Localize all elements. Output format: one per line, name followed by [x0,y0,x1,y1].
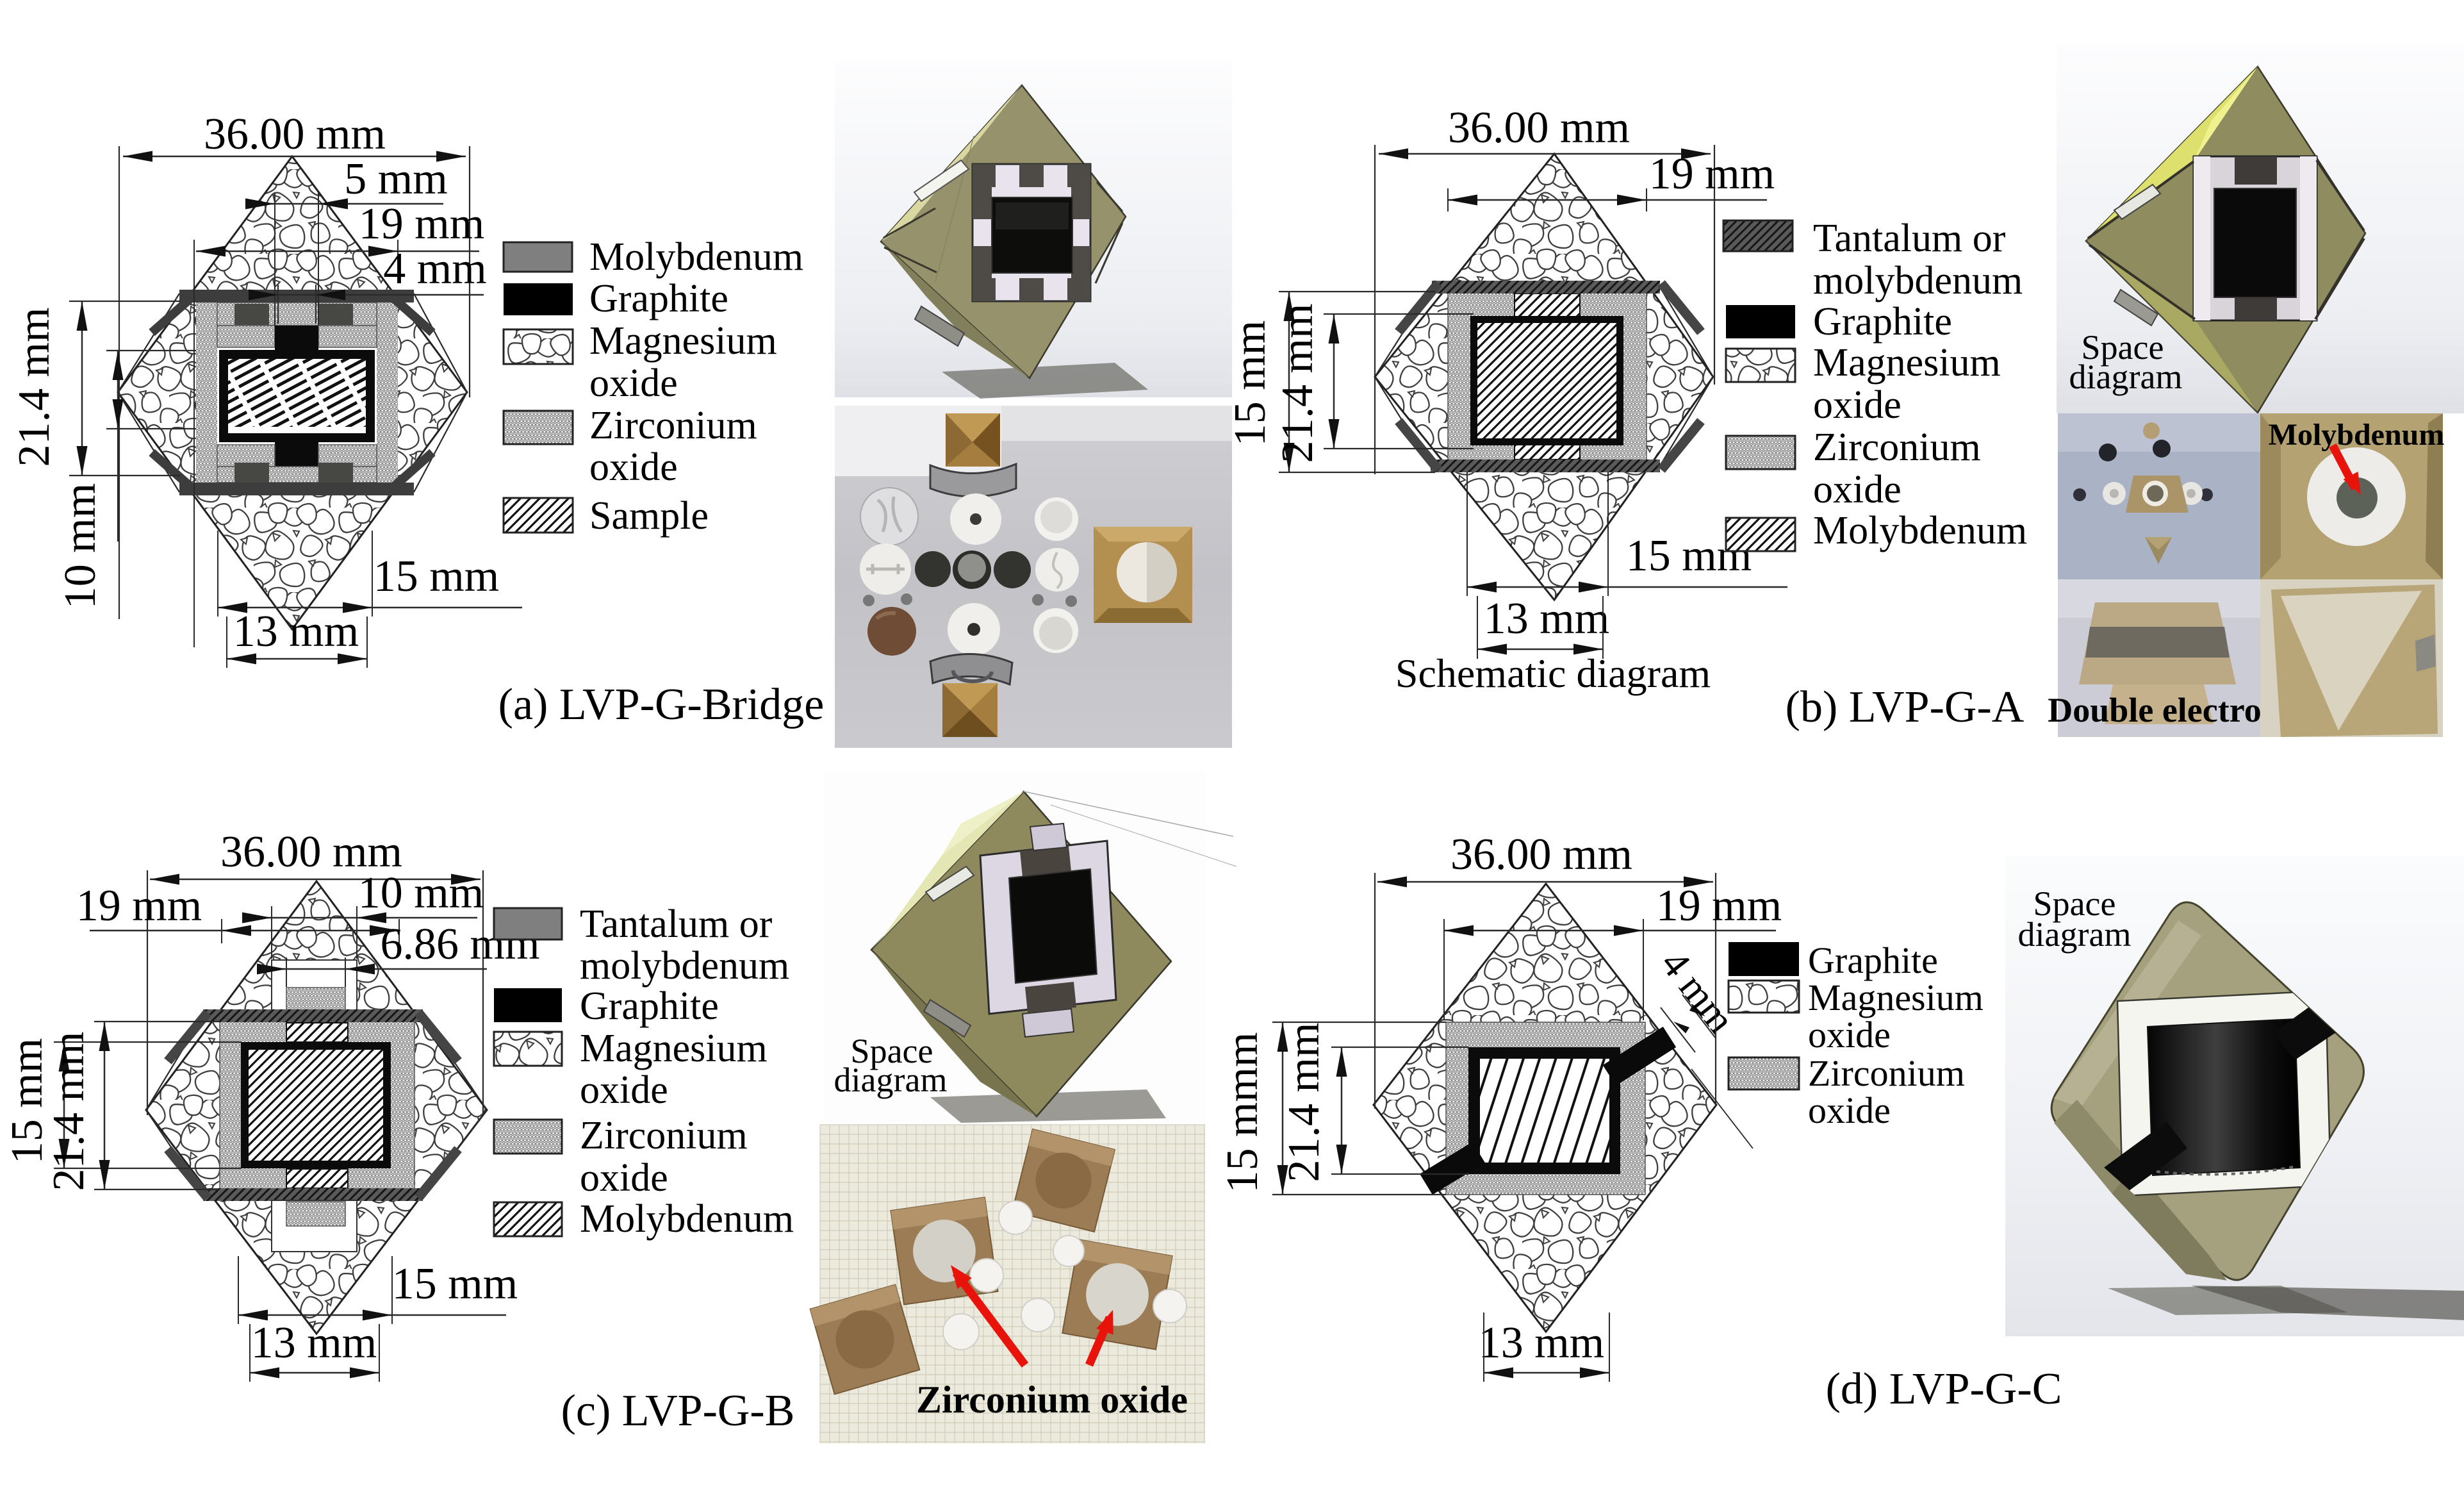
svg-text:Magnesium: Magnesium [589,319,777,363]
svg-text:Graphite: Graphite [1813,300,1952,344]
svg-text:10 mm: 10 mm [358,868,484,918]
svg-text:Magnesium: Magnesium [1813,341,2001,385]
svg-text:Graphite: Graphite [1808,940,1938,981]
svg-text:Zirconium: Zirconium [1813,426,1981,469]
svg-text:oxide: oxide [1813,383,1901,427]
svg-text:molybdenum: molybdenum [1813,259,2023,302]
svg-text:oxide: oxide [1813,468,1901,511]
svg-text:Molybdenum: Molybdenum [580,1197,794,1241]
svg-text:Space: Space [2033,884,2116,923]
svg-text:36.00 mm: 36.00 mm [1448,103,1630,153]
svg-text:molybdenum: molybdenum [580,944,789,988]
svg-text:oxide: oxide [580,1068,668,1112]
svg-text:19 mm: 19 mm [76,881,202,931]
svg-text:15 mmm: 15 mmm [1218,1032,1267,1193]
svg-text:(d) LVP-G-C: (d) LVP-G-C [1826,1364,2062,1414]
svg-text:oxide: oxide [589,445,678,489]
svg-text:19 mm: 19 mm [359,199,484,249]
svg-text:21.4 mm: 21.4 mm [10,308,59,467]
svg-text:Tantalum or: Tantalum or [580,902,773,946]
svg-text:oxide: oxide [1808,1089,1891,1131]
svg-text:Graphite: Graphite [589,277,728,320]
svg-text:15 mm: 15 mm [1226,320,1275,446]
svg-text:diagram: diagram [834,1061,948,1099]
svg-text:36.00 mm: 36.00 mm [220,827,402,877]
svg-text:Zirconium: Zirconium [589,404,757,447]
svg-text:4 mm: 4 mm [383,244,486,294]
svg-text:15 mm: 15 mm [374,552,499,601]
svg-text:19 mm: 19 mm [1649,149,1775,199]
svg-text:Tantalum or: Tantalum or [1813,217,2006,260]
svg-text:21.4 mm: 21.4 mm [1273,304,1322,463]
svg-text:Magnesium: Magnesium [580,1027,768,1070]
svg-text:Space: Space [2082,328,2164,367]
svg-text:Zirconium oxide: Zirconium oxide [916,1379,1188,1421]
svg-text:(c) LVP-G-B: (c) LVP-G-B [561,1386,795,1436]
svg-text:36.00 mm: 36.00 mm [204,110,386,159]
svg-text:(a) LVP-G-Bridge: (a) LVP-G-Bridge [498,680,825,729]
svg-text:oxide: oxide [589,361,678,405]
svg-text:15 mm: 15 mm [3,1038,52,1164]
svg-text:Molybdenum: Molybdenum [589,235,803,279]
svg-text:oxide: oxide [580,1156,668,1200]
svg-text:Space: Space [851,1032,933,1070]
svg-text:13 mm: 13 mm [251,1318,377,1368]
svg-text:13 mm: 13 mm [1479,1318,1604,1368]
svg-text:Sample: Sample [589,494,709,538]
svg-text:Molybdenum: Molybdenum [2269,418,2445,452]
svg-text:diagram: diagram [2069,358,2183,396]
svg-text:5 mm: 5 mm [344,154,447,204]
svg-text:(b) LVP-G-A: (b) LVP-G-A [1786,683,2025,732]
svg-text:Magnesium: Magnesium [1808,977,1984,1018]
svg-text:Zirconium: Zirconium [580,1114,748,1157]
svg-text:Molybdenum: Molybdenum [1813,509,2027,552]
svg-text:36.00 mm: 36.00 mm [1450,830,1632,879]
svg-text:Schematic diagram: Schematic diagram [1395,650,1711,696]
svg-text:Double electrode: Double electrode [2048,691,2296,729]
svg-text:Zirconium: Zirconium [1808,1052,1965,1094]
svg-text:21.4 mm: 21.4 mm [1279,1023,1329,1182]
svg-text:10 mm: 10 mm [56,483,105,609]
svg-text:diagram: diagram [2018,915,2131,954]
svg-text:19 mm: 19 mm [1656,881,1782,931]
svg-text:Graphite: Graphite [580,984,719,1028]
svg-text:21.4 mm: 21.4 mm [44,1032,94,1191]
svg-text:13 mm: 13 mm [233,607,359,656]
svg-text:15 mm: 15 mm [392,1259,518,1309]
svg-text:13 mm: 13 mm [1484,594,1609,643]
svg-text:oxide: oxide [1808,1014,1891,1056]
